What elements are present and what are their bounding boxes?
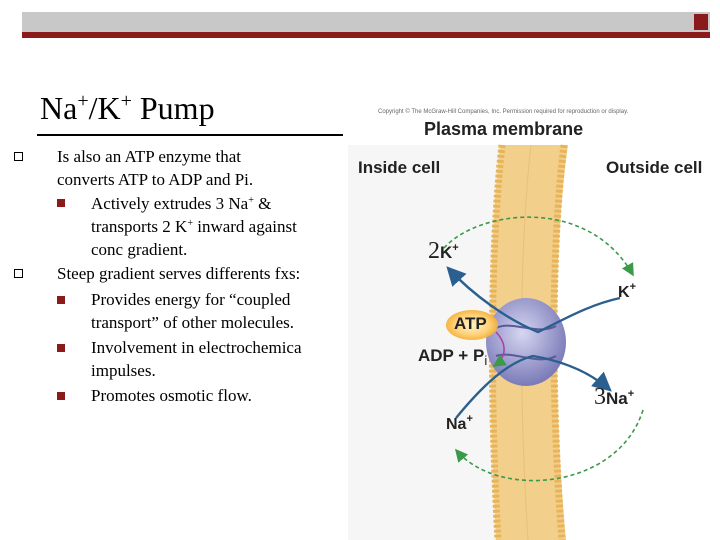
outside-cell-label: Outside cell xyxy=(606,158,703,177)
inside-cell-region xyxy=(348,145,500,540)
bullet-list: Is also an ATP enzyme that converts ATP … xyxy=(0,0,350,540)
k-outside-label: K+ xyxy=(618,281,636,302)
title-underline xyxy=(37,134,343,136)
hollow-square-bullet-icon xyxy=(14,152,23,161)
sub-bullet-1-line-1: Actively extrudes 3 Na+ & xyxy=(91,194,272,213)
copyright-notice: Copyright © The McGraw-Hill Companies, I… xyxy=(378,109,629,115)
bullet-2-line-1: Steep gradient serves differents fxs: xyxy=(57,264,301,283)
top-bar-accent xyxy=(694,14,708,30)
slide-title: Na+/K+ Pump xyxy=(40,90,215,126)
sub-bullet-4-line-1: Promotes osmotic flow. xyxy=(91,386,252,405)
sodium-potassium-pump-figure: Copyright © The McGraw-Hill Companies, I… xyxy=(348,100,720,540)
pump-diagram-svg xyxy=(348,144,644,540)
na-return-dashed-arrow xyxy=(454,409,644,482)
sub-bullet-2-line-2: transport” of other molecules. xyxy=(91,313,294,332)
bullet-1-line-2: converts ATP to ADP and Pi. xyxy=(57,170,254,189)
plasma-membrane-label: Plasma membrane xyxy=(424,119,584,139)
filled-square-bullet-icon xyxy=(57,344,65,352)
k-inward-arrow xyxy=(446,266,621,334)
filled-square-bullet-icon xyxy=(57,199,65,207)
adp-pi-label: ADP + Pi xyxy=(418,346,488,368)
sub-bullet-2-line-1: Provides energy for “coupled xyxy=(91,290,291,309)
bullet-1-line-1: Is also an ATP enzyme that xyxy=(57,147,241,166)
k-inside-label: 2K+ xyxy=(428,238,459,264)
k-return-dashed-arrow xyxy=(443,216,634,277)
sub-bullet-3-line-2: impulses. xyxy=(91,361,156,380)
sub-bullet-3-line-1: Involvement in electrochemica xyxy=(91,338,302,357)
atp-hydrolysis-arrow xyxy=(492,331,507,367)
na-outward-arrow xyxy=(455,354,612,419)
filled-square-bullet-icon xyxy=(57,296,65,304)
filled-square-bullet-icon xyxy=(57,392,65,400)
na-inside-label: Na+ xyxy=(446,413,473,434)
hollow-square-bullet-icon xyxy=(14,269,23,278)
na-outside-label: 3Na+ xyxy=(594,384,635,410)
atp-label: ATP xyxy=(454,314,487,333)
atp-glow xyxy=(446,310,498,340)
inside-cell-label: Inside cell xyxy=(358,158,441,177)
sub-bullet-1-line-2: transports 2 K+ inward against xyxy=(91,217,297,236)
top-decorative-bar xyxy=(22,12,710,38)
sub-bullet-1-line-3: conc gradient. xyxy=(91,240,188,259)
